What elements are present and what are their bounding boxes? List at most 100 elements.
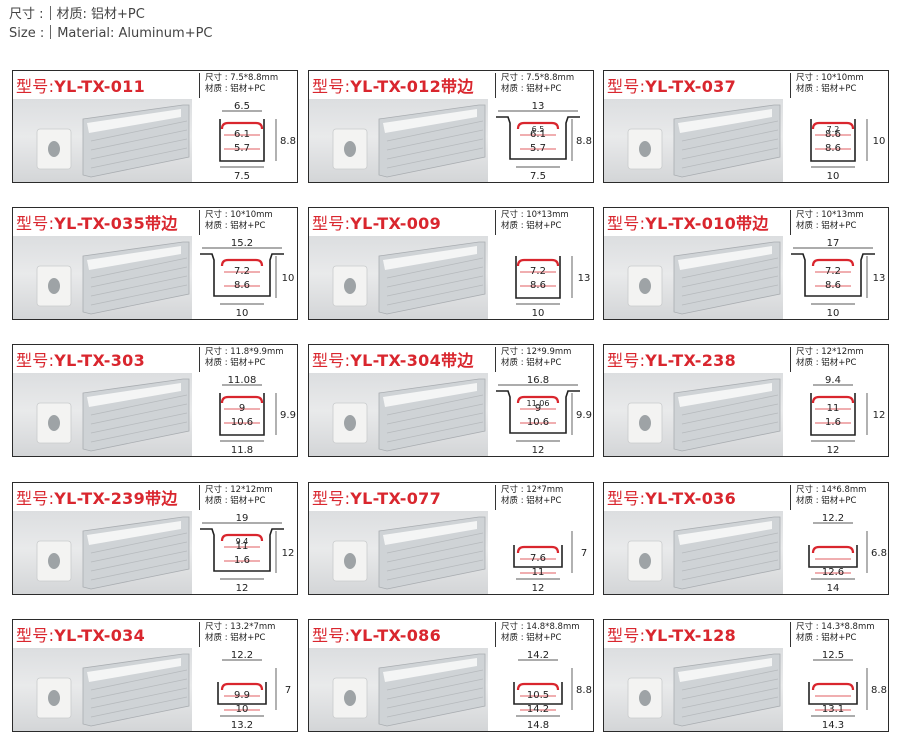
profile-extrusion (378, 378, 486, 452)
extrusion-rib (681, 532, 779, 554)
profile-extrusion (673, 104, 781, 178)
profile-extrusion (673, 653, 781, 727)
extrusion-rib (90, 669, 188, 691)
end-cap-hole (48, 690, 60, 706)
dim-bottom: 12 (236, 583, 249, 594)
dim-inner2: 8.6 (234, 280, 250, 291)
product-photo-svg (36, 104, 190, 178)
dim-bottom: 10 (236, 308, 249, 319)
dim-top: 15.2 (231, 238, 253, 249)
extrusion-rib (90, 394, 188, 416)
dim-inner2: 14.2 (527, 704, 549, 715)
diffuser-cover (220, 395, 264, 404)
extrusion-rib (386, 138, 484, 160)
profile-extrusion (673, 516, 781, 590)
profile-extrusion (673, 241, 781, 315)
dim-bottom: 7.5 (234, 171, 250, 182)
model-number: YL-TX-034 (54, 626, 146, 645)
diffuser-face (383, 246, 477, 270)
spec-size: 尺寸 : 10*13mm (796, 210, 864, 220)
extrusion-rib (90, 275, 188, 297)
end-cap (332, 265, 368, 307)
profile-outline (808, 682, 858, 705)
product-photo-svg (36, 378, 190, 452)
dim-inner1: 8.6 (825, 129, 841, 140)
end-cap (627, 540, 663, 582)
dim-top: 11.08 (228, 375, 257, 386)
model-number: YL-TX-035带边 (54, 214, 178, 233)
spec-material: 材质 : 铝材+PC (501, 358, 562, 368)
model-title: 型号:YL-TX-303 (16, 347, 145, 371)
product-photo-svg (627, 516, 781, 590)
spec-size: 尺寸 : 14.8*8.8mm (501, 622, 580, 632)
extrusion-rib (386, 284, 484, 306)
profile-extrusion (82, 104, 190, 178)
product-photo (309, 99, 488, 182)
model-prefix: 型号: (607, 489, 646, 508)
dim-inner2: 8.6 (825, 280, 841, 291)
model-title: 型号:YL-TX-012带边 (312, 73, 474, 97)
diffuser-cover (220, 533, 264, 542)
profile-outline (810, 393, 856, 436)
extrusion-rib (386, 669, 484, 691)
dim-height: 7 (285, 685, 291, 696)
end-cap-hole (639, 141, 651, 157)
product-photo-svg (36, 241, 190, 315)
product-photo (309, 373, 488, 456)
product-photo (604, 648, 783, 731)
end-cap (627, 265, 663, 307)
extrusion-rib (386, 532, 484, 554)
extrusion-rib (681, 147, 779, 169)
spec-size: 尺寸 : 7.5*8.8mm (205, 73, 279, 83)
diffuser-face (383, 658, 477, 682)
diffuser-face (678, 521, 772, 545)
spec-material: 材质 : 铝材+PC (205, 496, 266, 506)
end-cap (36, 677, 72, 719)
dim-top: 17 (827, 238, 840, 249)
dim-bottom: 10 (827, 308, 840, 319)
model-prefix: 型号: (312, 489, 351, 508)
dim-inner0: 6.5 (532, 125, 545, 134)
profile-outline (496, 116, 580, 160)
dim-height: 9.9 (576, 410, 592, 421)
diffuser-cover (516, 258, 560, 267)
spec-size: 尺寸 : 12*7mm (501, 485, 564, 495)
extrusion-rib (386, 541, 484, 563)
dim-inner2: 8.6 (530, 280, 546, 291)
profile-outline (810, 119, 856, 162)
dim-inner2: 5.7 (234, 143, 250, 154)
product-photo (604, 236, 783, 319)
extrusion-rib (681, 129, 779, 151)
model-title: 型号:YL-TX-009 (312, 210, 441, 234)
extrusion-rib (90, 129, 188, 151)
dim-inner2: 1.6 (234, 555, 250, 566)
product-photo-svg (332, 516, 486, 590)
cross-section-svg: 14.210.514.28.814.8 (513, 650, 592, 731)
extrusion-rib (90, 687, 188, 709)
dim-height: 8.8 (280, 136, 296, 147)
model-title: 型号:YL-TX-128 (607, 622, 736, 646)
extrusion-rib (386, 412, 484, 434)
end-cap-hole (344, 141, 356, 157)
dim-inner1: 7.2 (530, 266, 546, 277)
profile-outline (496, 390, 580, 434)
extrusion-rib (681, 266, 779, 288)
spec-material: 材质 : 铝材+PC (796, 221, 857, 231)
extrusion-rib (90, 421, 188, 443)
diffuser-cover (516, 395, 560, 404)
diffuser-face (87, 658, 181, 682)
product-photo (13, 99, 192, 182)
